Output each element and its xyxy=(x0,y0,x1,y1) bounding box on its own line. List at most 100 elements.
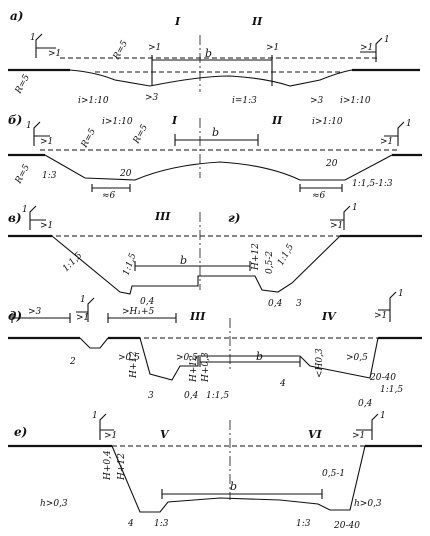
panel-g-marker xyxy=(330,205,351,230)
panel-a-one-left: 1 xyxy=(30,33,36,43)
panel-b-n20-1: 20 xyxy=(119,169,132,179)
panel-b-letter: б) xyxy=(8,113,22,127)
panel-b-zone-1: I xyxy=(171,114,178,127)
panel-a-slope-2: i=1:3 xyxy=(232,96,257,106)
panel-e-marker-left xyxy=(99,413,114,440)
panel-e: е) b V VI 1 >1 1 >1 H+0,4 H+12 h>0,3 h>0… xyxy=(8,411,422,531)
panel-b-one-right: 1 xyxy=(406,119,412,129)
panel-d-slope-2: 1:1,5 xyxy=(380,385,403,395)
panel-d-h03-b: <H0,3 xyxy=(315,348,325,378)
panel-a-zone-1: I xyxy=(174,15,181,28)
panel-d: д) b III IV >3 >H₁+5 1 >1 1 >1 2 3 4 >0,… xyxy=(8,289,422,409)
panel-b-gap-1: >1 xyxy=(40,137,53,147)
panel-d-gap-1: >1 xyxy=(76,313,89,323)
panel-v-letter: в) xyxy=(8,211,22,225)
panel-b-slope-2: i>1:10 xyxy=(312,117,343,127)
panel-g-one: 1 xyxy=(352,203,358,213)
panel-b-one-left: 1 xyxy=(26,121,32,131)
panel-b-zone-2: II xyxy=(271,114,283,127)
panel-d-gap-2: >1 xyxy=(374,311,387,321)
panel-v-zone: III xyxy=(154,210,171,223)
panel-d-one-right: 1 xyxy=(398,289,404,299)
panel-a-b-dim xyxy=(151,55,273,86)
panel-b-radius-3: R=5 xyxy=(13,163,32,187)
panel-d-b-dim xyxy=(199,357,301,367)
panel-b-width-1: ≈6 xyxy=(102,191,116,201)
panel-e-h12: H+12 xyxy=(117,453,127,481)
panel-d-slope-1: 1:1,5 xyxy=(206,391,229,401)
panel-e-h03-left: h>0,3 xyxy=(40,499,68,509)
panel-v-gap: >1 xyxy=(40,221,53,231)
panel-e-slope-2: 1:3 xyxy=(296,519,311,529)
panel-e-zone-1: V xyxy=(160,428,170,441)
panel-b-marker-left xyxy=(33,121,50,146)
panel-b-marker-right xyxy=(384,121,405,146)
panel-d-top-2: >H₁+5 xyxy=(122,307,155,317)
panel-d-marker-right xyxy=(378,291,397,322)
panel-a-one-right: 1 xyxy=(384,35,390,45)
panel-b-slope-3: 1:3 xyxy=(42,171,57,181)
panel-d-h03-a: H+0,3 xyxy=(201,352,211,383)
panel-d-dim-04-a: 0,4 xyxy=(184,391,199,401)
panel-e-one-left: 1 xyxy=(92,411,98,421)
panel-d-number-4: 4 xyxy=(279,379,286,389)
panel-d-letter: д) xyxy=(8,309,22,323)
panel-d-number-3: 3 xyxy=(148,391,154,401)
panel-e-20-40: 20-40 xyxy=(333,521,360,531)
panel-b-profile xyxy=(44,154,393,181)
panel-b-n20-2: 20 xyxy=(325,159,338,169)
panel-v-marker-left xyxy=(29,205,46,230)
panel-a-dim-2: >3 xyxy=(310,96,324,106)
panel-a-slope-1: i>1:10 xyxy=(78,96,109,106)
panel-d-one-left: 1 xyxy=(80,295,86,305)
panel-e-h04: H+0,4 xyxy=(103,450,113,481)
panel-v-b-dim xyxy=(134,261,251,271)
panel-e-letter: е) xyxy=(14,425,27,439)
panel-a-gap-1: >1 xyxy=(48,49,61,59)
panel-d-dim-05-b: >0,5 xyxy=(176,353,198,363)
panel-a-b-label: b xyxy=(205,47,212,60)
panel-b-radius-1: R=5 xyxy=(79,127,98,151)
panel-b-slope-4: 1:1,5-1:3 xyxy=(352,179,393,189)
panel-b-gap-2: >1 xyxy=(380,137,393,147)
panel-d-marker-left xyxy=(76,297,95,322)
panel-a-dim-1: >3 xyxy=(145,93,159,103)
panel-a-radius-1: R=5 xyxy=(111,39,130,63)
panel-a-profile xyxy=(69,69,353,87)
panel-g-number-3: 3 xyxy=(296,299,302,309)
panel-e-zone-2: VI xyxy=(308,428,323,441)
panel-v: в) b III 1 >1 1:1,5 1:1,5 0,4 H+12 xyxy=(8,205,422,307)
panel-b-width-dim-1 xyxy=(91,184,131,192)
panel-d-b-label: b xyxy=(256,350,263,363)
panel-b-radius-2: R=5 xyxy=(131,123,150,147)
panel-e-gap-1: >1 xyxy=(104,431,117,441)
panel-b-b-label: b xyxy=(212,126,219,139)
panel-e-h03-right: h>0,3 xyxy=(354,499,382,509)
panel-a-radius-2: R=5 xyxy=(13,73,32,97)
panel-d-20-40: 20-40 xyxy=(369,373,396,383)
panel-a-marker-left xyxy=(35,33,56,58)
panel-d-dim-05-a: >0,5 xyxy=(118,353,140,363)
panel-e-slope-1: 1:3 xyxy=(154,519,169,529)
panel-g-slope: 1:1,5 xyxy=(276,242,296,267)
panel-e-number-4: 4 xyxy=(127,519,134,529)
panel-d-dim-05-c: >0,5 xyxy=(346,353,368,363)
panel-a-zone-2: II xyxy=(251,15,263,28)
panel-a-letter: a) xyxy=(10,9,23,23)
panel-a: a) b I II 1 >1 1 >1 >1 >1 R=5 R=5 i>1:10… xyxy=(8,9,420,106)
panel-d-top-1: >3 xyxy=(28,307,42,317)
panel-d-zone-2: IV xyxy=(321,310,337,323)
panel-e-profile xyxy=(111,445,366,513)
panel-v-h12: H+12 xyxy=(251,243,261,271)
panel-b-slope-1: i>1:10 xyxy=(102,117,133,127)
panel-v-dim-04: 0,4 xyxy=(140,297,155,307)
panel-d-h12-b: H+12 xyxy=(189,355,199,383)
panel-e-one-right: 1 xyxy=(380,411,386,421)
panel-g-h2: 0,5-2 xyxy=(265,251,275,274)
panel-d-number-2: 2 xyxy=(69,357,76,367)
panel-b-width-dim-2 xyxy=(299,184,343,192)
panel-e-b-label: b xyxy=(230,480,237,493)
panel-d-top-dim-1 xyxy=(11,313,71,323)
panel-g: г) 0,5-2 1:1,5 0,4 3 1 >1 xyxy=(228,203,358,309)
